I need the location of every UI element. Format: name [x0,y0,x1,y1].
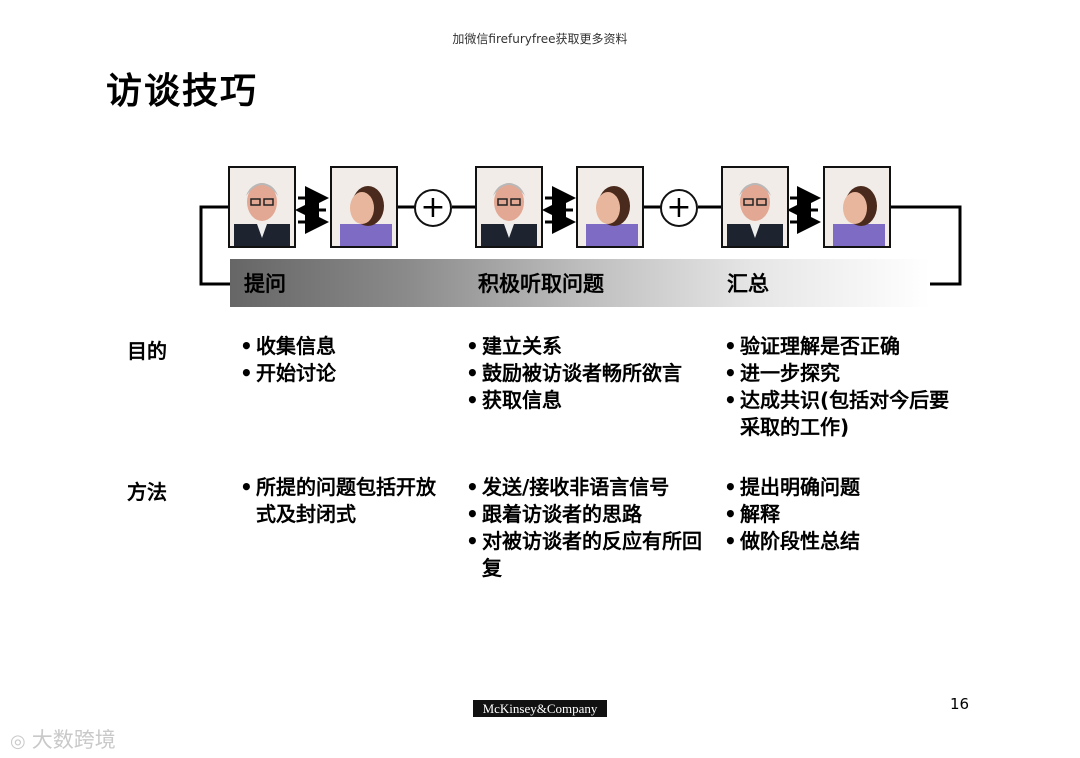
method-list-ask: 所提的问题包括开放式及封闭式 [240,474,450,528]
purpose-list-summarize: 验证理解是否正确 进一步探究 达成共识(包括对今后要采取的工作) [724,333,956,441]
method-list-listen: 发送/接收非语言信号 跟着访谈者的思路 对被访谈者的反应有所回复 [466,474,716,582]
plus-icon-1: + [414,189,452,227]
weibo-icon: ◎ [10,731,26,752]
interviewer-photo-2 [475,166,543,248]
interviewer-photo-3 [721,166,789,248]
list-item: 鼓励被访谈者畅所欲言 [466,360,721,387]
list-item: 开始讨论 [240,360,455,387]
interviewee-photo-1 [330,166,398,248]
method-list-summarize: 提出明确问题 解释 做阶段性总结 [724,474,956,555]
mckinsey-logo: McKinsey&Company [473,700,607,717]
purpose-list-listen: 建立关系 鼓励被访谈者畅所欲言 获取信息 [466,333,721,414]
stage-label-listen: 积极听取问题 [478,268,604,298]
plus-icon-2: + [660,189,698,227]
list-item: 解释 [724,501,956,528]
list-item: 跟着访谈者的思路 [466,501,716,528]
interviewee-photo-3 [823,166,891,248]
list-item: 收集信息 [240,333,455,360]
list-item: 获取信息 [466,387,721,414]
row-label-purpose: 目的 [127,335,167,364]
list-item: 发送/接收非语言信号 [466,474,716,501]
list-item: 达成共识(包括对今后要采取的工作) [724,387,956,441]
interviewee-photo-2 [576,166,644,248]
stage-label-summarize: 汇总 [727,268,769,298]
list-item: 提出明确问题 [724,474,956,501]
watermark-text: 大数跨境 [32,728,116,752]
list-item: 做阶段性总结 [724,528,956,555]
list-item: 所提的问题包括开放式及封闭式 [240,474,450,528]
exchange-arrows-2 [545,198,573,222]
interviewer-photo-1 [228,166,296,248]
purpose-list-ask: 收集信息 开始讨论 [240,333,455,387]
row-label-method: 方法 [127,476,167,505]
exchange-arrows-3 [790,198,818,222]
list-item: 建立关系 [466,333,721,360]
exchange-arrows-1 [298,198,326,222]
watermark: ◎ 大数跨境 [10,724,116,754]
page-number: 16 [950,695,969,713]
list-item: 验证理解是否正确 [724,333,956,360]
list-item: 进一步探究 [724,360,956,387]
list-item: 对被访谈者的反应有所回复 [466,528,716,582]
stage-label-ask: 提问 [244,268,286,298]
